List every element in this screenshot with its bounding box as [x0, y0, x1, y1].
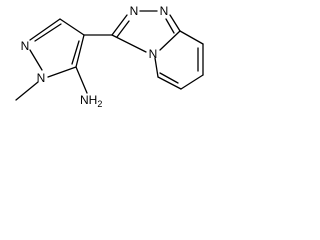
- bond: [179, 30, 204, 45]
- bond: [75, 34, 85, 68]
- bond: [159, 30, 181, 51]
- bond: [154, 57, 159, 78]
- bond: [71, 40, 80, 65]
- atom-label-amine: NH2: [80, 93, 102, 109]
- bond: [157, 76, 182, 90]
- atom-label-n2: N: [21, 39, 30, 53]
- atom-label-n1: N: [37, 71, 46, 85]
- bond: [116, 20, 130, 38]
- bond: [29, 49, 43, 71]
- methyl-bond: [15, 81, 39, 101]
- bond: [34, 23, 62, 42]
- bond: [111, 34, 147, 53]
- amine-bond: [75, 66, 88, 94]
- bond: [165, 18, 175, 34]
- pyrazole-ring: [29, 18, 85, 78]
- atom-label-triazole-n-right: N: [160, 4, 169, 18]
- bond: [29, 18, 61, 41]
- bond: [111, 14, 128, 36]
- bond: [180, 74, 204, 90]
- bond: [59, 18, 85, 36]
- bond: [159, 72, 179, 84]
- atom-label-triazole-n-left: N: [130, 4, 139, 18]
- triazole-ring: [111, 10, 181, 53]
- pyridine-ring: [154, 30, 204, 90]
- atom-label-bridge-n: N: [149, 47, 158, 61]
- bond: [47, 66, 77, 78]
- chemical-structure: N N NH2 N N N: [15, 4, 204, 109]
- bond: [169, 14, 181, 32]
